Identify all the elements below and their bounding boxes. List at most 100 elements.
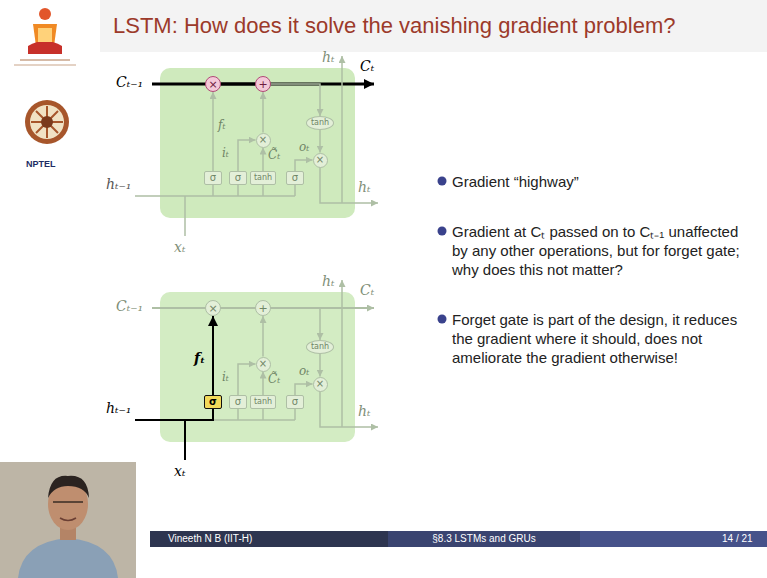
gate-symbol: σ [209, 397, 217, 407]
signal-label: hₜ [322, 273, 334, 289]
logo-hub [41, 116, 53, 128]
gate-symbol: σ [235, 173, 241, 183]
forget-gate-input [135, 409, 213, 460]
cell-connector [238, 364, 256, 395]
signal-label: hₜ₋₁ [106, 400, 131, 416]
cell-connector [262, 92, 264, 133]
cell-connector [319, 130, 321, 153]
cell-connector [295, 384, 313, 395]
gate-box: σ [286, 171, 304, 185]
gate-symbol: × [208, 79, 217, 90]
pointwise-op-circle: × [205, 76, 221, 92]
gate-symbol: + [258, 79, 267, 90]
cell-connector [295, 160, 313, 171]
logo-book [38, 28, 52, 42]
gate-output-label: oₜ [299, 140, 309, 154]
gate-symbol: tanh [254, 398, 272, 406]
cell-connector [212, 92, 214, 171]
gate-symbol: σ [235, 397, 241, 407]
input-bus [213, 409, 295, 420]
gate-symbol: + [258, 303, 267, 314]
bullet-text: Gradient “highway” [452, 172, 758, 191]
pointwise-op-circle: + [255, 76, 271, 92]
presenter-shirt [18, 538, 118, 578]
signal-label: Cₜ₋₁ [116, 74, 143, 90]
presenter-hair [48, 476, 89, 498]
gate-symbol: σ [210, 173, 216, 183]
signal-label: Cₜ₋₁ [116, 298, 143, 314]
signal-label: hₜ [322, 49, 334, 65]
cell-connector [271, 84, 320, 116]
signal-label: hₜ [358, 179, 370, 195]
logo-ring [25, 100, 69, 144]
gate-box: σ [229, 171, 247, 185]
gate-symbol: × [316, 379, 324, 389]
tanh-ellipse: tanh [306, 340, 334, 354]
gate-symbol: σ [292, 173, 298, 183]
video-background [0, 462, 136, 578]
signal-label: hₜ₋₁ [106, 176, 131, 192]
gate-symbol: × [316, 155, 324, 165]
cell-connector [271, 308, 320, 340]
presenter-video [0, 462, 136, 578]
title-bar [100, 0, 767, 52]
gate-symbol: × [208, 303, 217, 314]
gradient-path [221, 83, 255, 86]
hidden-output-up [341, 280, 343, 427]
gate-box: σ [204, 171, 222, 185]
cell-connector [262, 372, 264, 396]
gate-symbol: × [259, 359, 267, 369]
hidden-output-up [341, 56, 343, 203]
gate-box: σ [286, 395, 304, 409]
signal-label: Cₜ [360, 282, 374, 298]
gate-symbol: tanh [311, 119, 329, 127]
footer-author: Vineeth N B (IIT-H) [168, 532, 252, 546]
pointwise-op-circle: + [255, 300, 271, 316]
slide-title: LSTM: How does it solve the vanishing gr… [113, 13, 676, 39]
pointwise-op-circle: × [313, 377, 328, 392]
nptel-logo [25, 100, 69, 144]
forget-gate-box: σ [204, 395, 222, 409]
gate-output-label: C̃ₜ [268, 148, 280, 162]
gate-box: tanh [250, 395, 276, 409]
signal-label: Cₜ [360, 58, 374, 74]
logo-spokes [31, 106, 63, 138]
pointwise-op-circle: × [313, 153, 328, 168]
gate-output-label: oₜ [299, 364, 309, 378]
logo-script [14, 65, 76, 66]
signal-label: hₜ [358, 403, 370, 419]
logo-ring [30, 105, 64, 139]
tanh-ellipse: tanh [306, 116, 334, 130]
bullet-dot [438, 315, 447, 324]
bullet-text: Forget gate is part of the design, it re… [452, 310, 758, 367]
gate-box: σ [229, 395, 247, 409]
hidden-output [320, 391, 378, 427]
cell-connector [262, 148, 264, 172]
cell-connector [319, 354, 321, 377]
presenter-glasses [53, 501, 83, 503]
presenter-mouth [60, 518, 76, 521]
bullet-dot [438, 227, 447, 236]
hidden-output [320, 167, 378, 203]
lstm-cell-bottom [135, 280, 378, 460]
gate-symbol: tanh [254, 174, 272, 182]
bullet-text: Gradient at Cₜ passed on to Cₜ₋₁ unaffec… [452, 222, 758, 279]
signal-label: xₜ [174, 239, 185, 255]
bullet-dot [438, 177, 447, 186]
pointwise-op-circle: × [256, 133, 271, 148]
cell-connector [262, 316, 264, 357]
footer-left [150, 531, 388, 547]
footer-right [580, 531, 767, 547]
gate-output-label: iₜ [222, 146, 229, 160]
gate-output-label: fₜ [194, 350, 205, 366]
logo-base [28, 41, 62, 54]
logo-script [20, 59, 70, 61]
gate-symbol: × [259, 135, 267, 145]
logo-head [39, 8, 51, 20]
logo-caption: NPTEL [26, 159, 56, 169]
footer-section: §8.3 LSTMs and GRUs [388, 532, 580, 546]
gate-output-label: iₜ [222, 370, 229, 384]
gradient-path [212, 316, 214, 395]
gate-symbol: tanh [311, 343, 329, 351]
